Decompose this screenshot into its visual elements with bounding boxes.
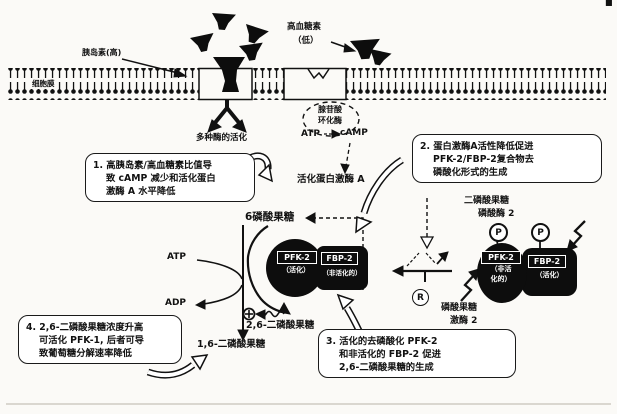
phosphate-badge: P — [531, 223, 550, 242]
note-1-line-3: 激酶 A 水平降低 — [106, 186, 176, 197]
lightning-bolt-fbp2 — [566, 220, 586, 252]
fbpase2-label-1: 二磷酸果糖 — [464, 196, 510, 206]
receptor-notch — [307, 68, 330, 80]
adenylate-cyclase-label-1: 腺苷酸 — [318, 105, 342, 114]
glucagon-label: 高血糖素 — [287, 22, 322, 32]
pfk1-reaction-arrow — [194, 225, 249, 342]
atp-to-camp-arrow — [324, 129, 342, 139]
note-1-line-2: 致 cAMP 减少和活化蛋白 — [106, 173, 216, 184]
pfk2-inactive-label: PFK-2 — [481, 251, 521, 264]
note-4-line-2: 可活化 PFK-1, 后者可导 — [39, 335, 144, 346]
f6p-label: 6磷酸果糖 — [245, 211, 295, 223]
note-2-line-2: PFK-2/FBP-2复合物去 — [433, 154, 534, 165]
pfk2-active-state: （活化） — [282, 266, 310, 274]
insulin-pointer-arrow — [121, 58, 188, 78]
fbp2-active-label: FBP-2 — [528, 255, 566, 268]
camp-to-pka-arrow — [340, 142, 351, 175]
glucagon-pointer-arrow — [330, 41, 357, 53]
f26bp-label: 2,6-二磷酸果糖 — [246, 320, 315, 331]
pfk2-enzyme-label-2: 激酶 2 — [450, 316, 478, 326]
pfk2-inactive-state-1: （非活 — [490, 265, 512, 273]
glucagon-receptor — [283, 67, 347, 101]
note-2-line-3: 磷酸化形式的生成 — [433, 167, 508, 178]
note-4-line-3: 致葡萄糖分解速率降低 — [39, 348, 132, 359]
note2-callout-arrow — [355, 157, 404, 234]
glucagon-molecules — [350, 38, 392, 66]
f16bp-label: 1,6-二磷酸果糖 — [197, 339, 266, 350]
note-1-line-1: 1. 高胰岛素/高血糖素比值导 — [93, 160, 212, 171]
note-3-line-3: 2,6-二磷酸果糖的生成 — [339, 362, 434, 373]
r-subunit-letter: R — [417, 292, 424, 303]
glucagon-level-label: （低） — [293, 36, 319, 46]
note-3-line-1: 3. 活化的去磷酸化 PFK-2 — [326, 336, 438, 347]
pka-phosphorylation-arrow-dashed — [419, 198, 435, 250]
f26bp-activates-pfk1-arrow — [254, 309, 285, 320]
bound-insulin — [213, 57, 245, 92]
membrane-label: 细胞膜 — [30, 79, 57, 89]
insulin-molecules — [190, 13, 269, 92]
fbpase2-label-2: 磷酸酶 2 — [478, 209, 515, 219]
pfk2-active-shape — [266, 239, 324, 297]
page-corner-mark: ■ — [605, 0, 613, 7]
fbp2-inactive-label: FBP-2 — [321, 252, 358, 265]
plus-activation-icon — [242, 307, 256, 321]
r-subunit-badge: R — [412, 289, 429, 306]
pfk2-inactive-state-2: 化的） — [490, 275, 512, 283]
phosphate-letter: P — [537, 227, 544, 238]
phosphate-badge: P — [489, 223, 508, 242]
blocked-reaction-schematic — [391, 251, 452, 282]
note-2: 2. 蛋白激酶A活性降低促进 PFK-2/FBP-2复合物去 磷酸化形式的生成 — [412, 134, 602, 183]
multi-enzyme-activation-arrows — [207, 99, 247, 133]
note-2-line-1: 2. 蛋白激酶A活性降低促进 — [420, 141, 534, 152]
adenylate-cyclase-label-2: 环化酶 — [318, 116, 342, 125]
note-1: 1. 高胰岛素/高血糖素比值导 致 cAMP 减少和活化蛋白 激酶 A 水平降低 — [85, 153, 255, 202]
note-4: 4. 2,6-二磷酸果糖浓度升高 可活化 PFK-1, 后者可导 致葡萄糖分解速… — [18, 315, 182, 364]
pfk2-enzyme-label-1: 磷酸果糖 — [441, 303, 478, 313]
note-3-line-2: 和非活化的 FBP-2 促进 — [339, 349, 441, 360]
note-3: 3. 活化的去磷酸化 PFK-2 和非活化的 FBP-2 促进 2,6-二磷酸果… — [318, 329, 516, 378]
multi-enzyme-activation-label: 多种酶的活化 — [196, 133, 248, 143]
note-4-line-1: 4. 2,6-二磷酸果糖浓度升高 — [26, 322, 144, 333]
fbp2-active-state: （活化） — [535, 271, 564, 279]
atp-substrate-label: ATP — [167, 252, 187, 262]
pfk2-active-label: PFK-2 — [277, 251, 317, 264]
note4-callout-arrow — [146, 354, 209, 379]
fbp2-inactive-state: （非活化的） — [322, 269, 362, 277]
cell-membrane — [8, 67, 606, 101]
phosphate-letter: P — [495, 227, 502, 238]
atp-label: ATP — [301, 129, 321, 139]
adenylate-cyclase-oval — [302, 101, 360, 137]
insulin-label: 胰岛素(高) — [82, 48, 122, 57]
adp-product-label: ADP — [165, 298, 187, 308]
camp-label: cAMP — [340, 128, 368, 138]
pka-label: 活化蛋白激酶 A — [297, 174, 365, 185]
